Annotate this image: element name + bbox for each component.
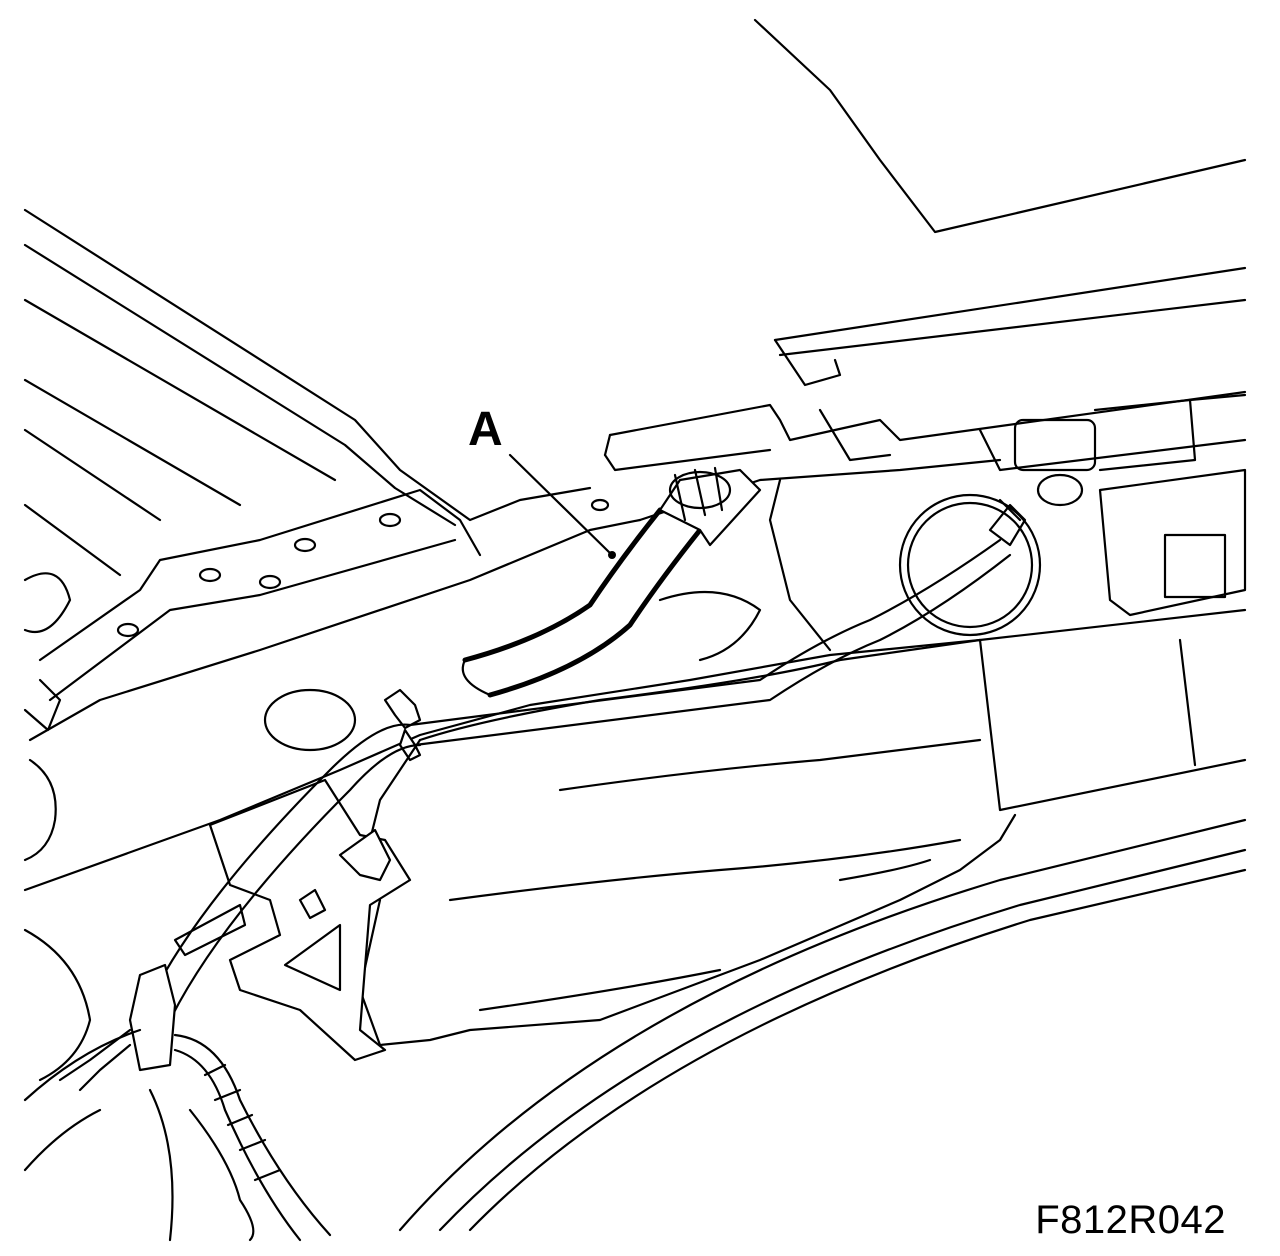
lower-left-components [25, 760, 253, 1240]
reservoir-cap [900, 495, 1040, 635]
wire-harness [360, 640, 1015, 1045]
hose-a [463, 468, 760, 695]
inner-fender-panel [25, 210, 590, 575]
fluid-pipe [410, 505, 1025, 745]
strut-tower-bracket [25, 490, 640, 740]
cowl-beam [605, 268, 1245, 470]
figure-code: F812R042 [1035, 1198, 1226, 1242]
callout-leader-a [510, 455, 616, 559]
callout-label-a: A [468, 403, 503, 456]
fender-edge [400, 820, 1245, 1230]
cylinder-assembly [980, 395, 1245, 520]
cable-loom [25, 725, 420, 1240]
hood-panel [755, 20, 1245, 232]
mounting-bracket [175, 780, 410, 1060]
control-unit [980, 470, 1245, 810]
bay-floor [25, 460, 1245, 890]
hose-clip [385, 690, 420, 760]
